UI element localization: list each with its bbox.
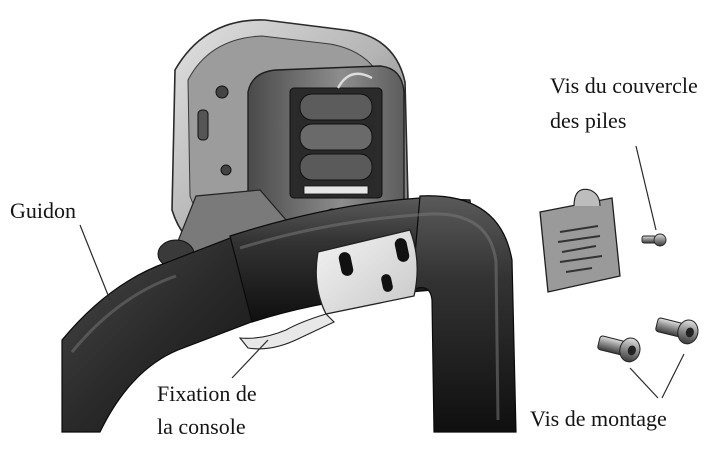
battery-cover-icon: [539, 188, 621, 293]
screw-icon: [641, 233, 667, 247]
bracket-icon: [238, 229, 418, 350]
leader-line-mounting-screw-right: [661, 353, 685, 399]
battery-icon: [289, 72, 383, 220]
leader-line-handlebar: [79, 224, 111, 301]
leader-line-cover-screw: [635, 145, 657, 231]
leader-line-mounting-screw-left: [629, 367, 659, 399]
mounting-screw-icon: [597, 317, 699, 363]
label-mounting-screws: Vis de montage: [530, 406, 667, 431]
leader-lines: [79, 145, 685, 399]
label-handlebar: Guidon: [10, 198, 76, 223]
handlebar-icon: [61, 195, 517, 433]
label-console-mount-line2: la console: [157, 414, 246, 439]
label-battery-cover-screw-line2: des piles: [550, 108, 627, 133]
label-console-mount-line1: Fixation de: [157, 381, 257, 406]
leader-line-console-mount: [231, 339, 269, 379]
label-battery-cover-screw-line1: Vis du couvercle: [550, 73, 698, 98]
